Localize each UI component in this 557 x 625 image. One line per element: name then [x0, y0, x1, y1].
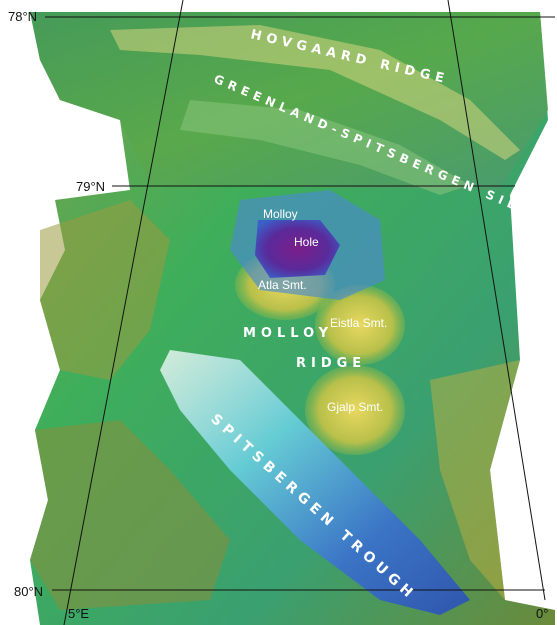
- eastern-slope: [430, 360, 520, 600]
- gjalp-seamount-relief: [305, 365, 405, 455]
- label-molloy: Molloy: [263, 207, 298, 221]
- western-shelf: [40, 200, 170, 380]
- label-gjalp-smt: Gjalp Smt.: [327, 400, 383, 414]
- lon-5e-line: [63, 0, 184, 625]
- spitsbergen-trough: [160, 350, 470, 615]
- lon-0-line: [447, 0, 546, 601]
- northern-block: [30, 12, 548, 190]
- label-79n: 79°N: [76, 179, 105, 194]
- label-molloy-ridge-1: MOLLOY: [243, 326, 333, 341]
- molloy-hole: [255, 220, 340, 278]
- label-5e: 5°E: [68, 606, 89, 621]
- hovgaard-ridge-relief: [110, 25, 520, 160]
- sill-relief: [180, 100, 470, 195]
- label-hole: Hole: [294, 235, 319, 249]
- label-78n: 78°N: [8, 9, 37, 24]
- label-eistla-smt: Eistla Smt.: [330, 316, 387, 330]
- graticule: [45, 0, 555, 625]
- southwest-shelf: [30, 420, 230, 610]
- label-molloy-ridge-2: RIDGE: [296, 356, 366, 371]
- label-atla-smt: Atla Smt.: [258, 278, 307, 292]
- eistla-seamount-relief: [315, 285, 405, 365]
- label-80n: 80°N: [14, 584, 43, 599]
- label-0: 0°: [536, 606, 548, 621]
